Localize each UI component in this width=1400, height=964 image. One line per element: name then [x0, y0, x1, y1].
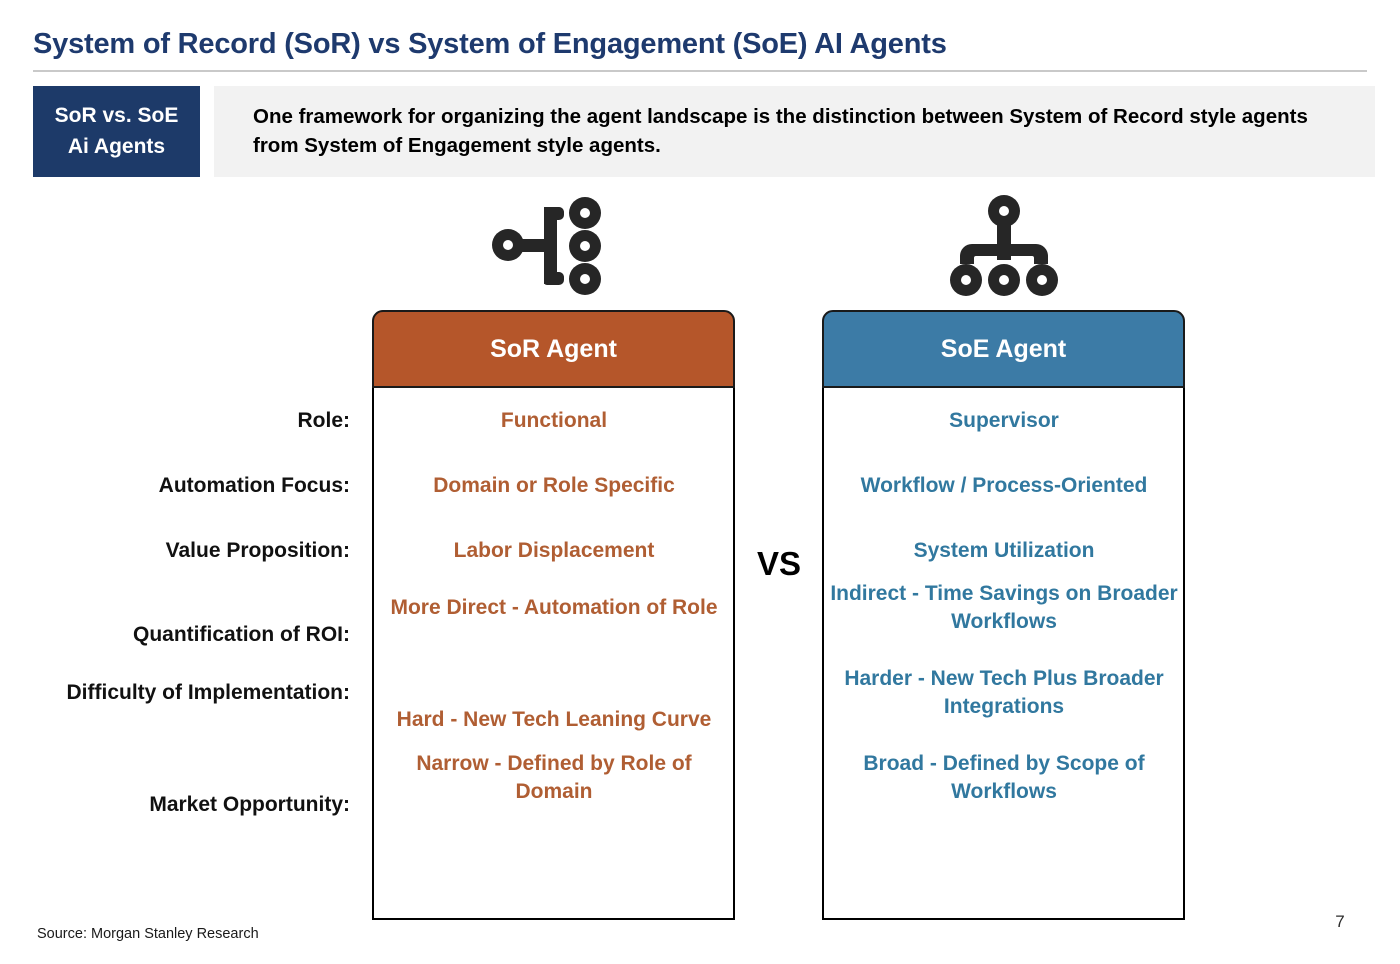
- band-body-text: One framework for organizing the agent l…: [253, 105, 1308, 157]
- column-sor: SoR Agent: [372, 310, 735, 920]
- column-header-soe: SoE Agent: [822, 310, 1185, 388]
- row-value-sor: Hard - New Tech Leaning Curve: [396, 708, 712, 731]
- source-note: Source: Morgan Stanley Research: [37, 926, 259, 942]
- row-value-soe: Harder - New Tech Plus Broader Integrati…: [844, 667, 1164, 718]
- vs-label: VS: [756, 545, 802, 582]
- row-label: Automation Focus:: [158, 474, 350, 498]
- row-value-soe: System Utilization: [913, 539, 1095, 563]
- callout-band: SoR vs. SoE Ai Agents One framework for …: [33, 86, 1375, 177]
- row-value-sor: Narrow - Defined by Role of Domain: [416, 752, 692, 803]
- org-hierarchy-icon: [924, 192, 1084, 300]
- row-value-sor: Labor Displacement: [453, 539, 655, 563]
- page-number: 7: [1335, 912, 1345, 931]
- row-value-sor: More Direct - Automation of Role: [390, 596, 718, 620]
- row-label: Role:: [297, 409, 351, 433]
- row-label: Difficulty of Implementation:: [66, 681, 351, 705]
- column-header-sor: SoR Agent: [372, 310, 735, 388]
- row-label: Market Opportunity:: [149, 793, 350, 816]
- band-tag-line2: Ai Agents: [67, 134, 166, 158]
- row-value-soe: Broad - Defined by Scope of Workflows: [863, 752, 1145, 803]
- comparison-rows: Role: Functional Supervisor Automation F…: [0, 388, 1400, 858]
- row-label: Value Proposition:: [165, 539, 350, 563]
- band-tag-line1: SoR vs. SoE: [54, 104, 179, 128]
- row-value-soe: Indirect - Time Savings on Broader Workf…: [830, 582, 1178, 633]
- band-tag: SoR vs. SoE Ai Agents: [33, 86, 200, 177]
- row-value-soe: Supervisor: [949, 409, 1059, 433]
- column-soe: SoE Agent: [822, 310, 1185, 920]
- row-label: Quantification of ROI:: [133, 623, 350, 646]
- row-value-sor: Functional: [500, 409, 608, 433]
- column-body-sor: [372, 388, 735, 920]
- title-divider: [33, 70, 1367, 72]
- row-value-sor: Domain or Role Specific: [433, 474, 675, 498]
- band-body: One framework for organizing the agent l…: [214, 86, 1375, 177]
- row-value-soe: Workflow / Process-Oriented: [860, 474, 1148, 498]
- column-body-soe: [822, 388, 1185, 920]
- network-branch-icon: [474, 192, 634, 300]
- page-title: System of Record (SoR) vs System of Enga…: [33, 28, 947, 60]
